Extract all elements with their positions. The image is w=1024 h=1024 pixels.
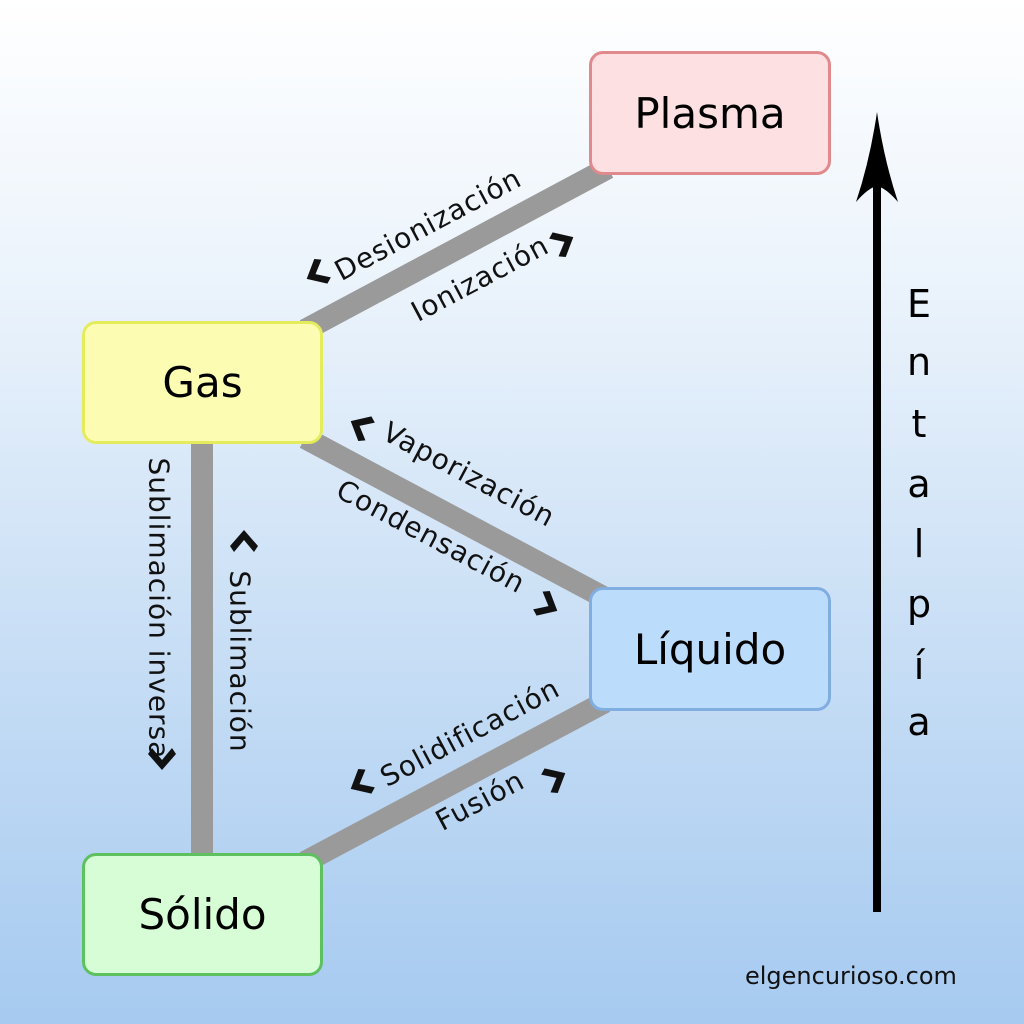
chevron-sublimacion-inversa-icon: [148, 748, 176, 770]
chevron-condensacion-icon: [533, 590, 558, 616]
chevron-vaporizacion-icon: [350, 416, 375, 442]
enthalpy-letter: p: [906, 582, 932, 626]
enthalpy-letter: n: [906, 340, 932, 384]
state-label-gas: Gas: [162, 358, 243, 407]
chevron-desionizacion-icon: [306, 258, 331, 284]
state-node-solido: Sólido: [82, 853, 323, 976]
transition-label-sublimacion: Sublimación: [223, 570, 257, 753]
enthalpy-letter: E: [906, 282, 931, 326]
watermark: elgencurioso.com: [745, 962, 957, 990]
chevron-ionizacion-icon: [549, 232, 574, 258]
state-label-liquido: Líquido: [633, 624, 787, 674]
chevron-solidificacion-icon: [350, 768, 375, 794]
state-label-solido: Sólido: [138, 890, 267, 939]
state-node-liquido: Líquido: [589, 587, 831, 711]
enthalpy-letter: l: [913, 522, 925, 566]
enthalpy-letter: a: [907, 700, 931, 744]
chevron-fusion-icon: [541, 768, 566, 794]
enthalpy-letter: a: [907, 462, 931, 506]
enthalpy-letter: í: [913, 644, 925, 688]
connector-solido-liquido: [299, 692, 611, 872]
state-node-plasma: Plasma: [589, 51, 831, 175]
transition-label-sublimacion-inversa: Sublimación inversa: [142, 457, 176, 760]
enthalpy-letter: t: [911, 402, 927, 446]
connector-gas-liquido: [299, 428, 611, 608]
connector-gas-plasma: [299, 158, 614, 340]
enthalpy-arrow-head-icon: [856, 112, 898, 202]
state-node-gas: Gas: [82, 321, 323, 444]
state-label-plasma: Plasma: [634, 88, 786, 138]
chevron-sublimacion-icon: [230, 530, 258, 552]
